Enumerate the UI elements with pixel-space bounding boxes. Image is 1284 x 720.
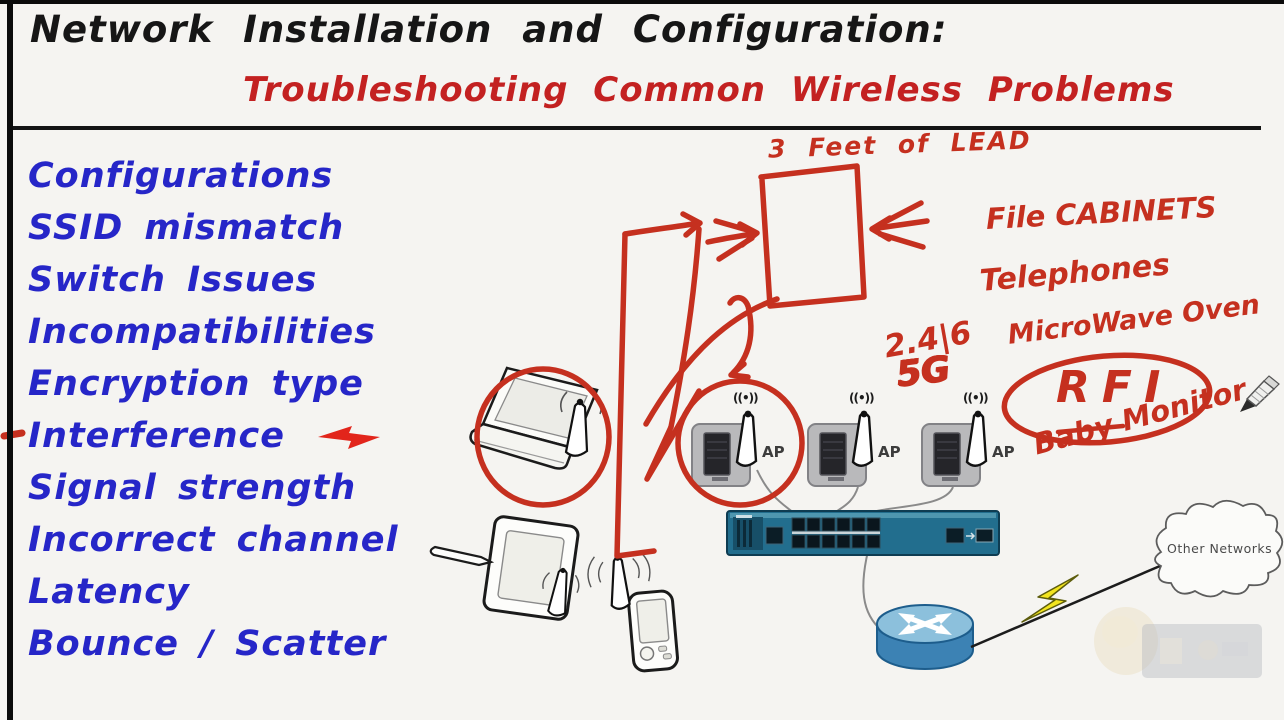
frame-border-top — [0, 0, 1284, 4]
ap-circle — [675, 378, 805, 508]
list-item-interference: Interference — [28, 416, 286, 456]
switch-icon — [726, 510, 1000, 556]
wall-sketch — [614, 211, 703, 559]
lightning-bolt-icon — [1021, 574, 1079, 623]
wireless-signal-icon: ((•)) — [963, 391, 989, 405]
list-item-ssid-mismatch: SSID mismatch — [28, 208, 345, 248]
page-subtitle: Troubleshooting Common Wireless Problems — [243, 70, 1175, 110]
note-rfi: RFI — [1056, 362, 1173, 413]
list-item-configurations: Configurations — [28, 156, 334, 196]
access-point-3-icon — [921, 410, 988, 487]
list-item-bounce-scatter: Bounce / Scatter — [28, 624, 387, 664]
pda-icon — [587, 551, 679, 673]
ap2-label: AP — [878, 443, 901, 461]
wireless-signal-icon: ((•)) — [733, 391, 759, 405]
problem-list: Configurations SSID mismatch Switch Issu… — [28, 150, 399, 670]
ap-pointer-sketch — [643, 295, 780, 427]
list-item-incorrect-channel: Incorrect channel — [28, 520, 399, 560]
list-item-latency: Latency — [28, 572, 190, 612]
rfi-underline — [1055, 423, 1126, 435]
watermark-logo — [1094, 607, 1262, 678]
page-title: Network Installation and Configuration: — [30, 8, 948, 51]
frame-border-left — [7, 0, 13, 720]
list-item-signal-strength: Signal strength — [28, 468, 357, 508]
list-item-encryption-type: Encryption type — [28, 364, 364, 404]
cloud-icon — [1154, 499, 1284, 598]
ap3-label: AP — [992, 443, 1015, 461]
wan-link — [970, 564, 1161, 649]
red-ink-sketch — [0, 163, 1213, 559]
laptop-circle — [474, 366, 612, 508]
access-point-2-icon — [807, 410, 874, 487]
header-separator — [13, 126, 1261, 130]
note-frequency-5g: 5G — [894, 348, 953, 396]
rfi-circle — [1001, 352, 1213, 446]
router-icon — [876, 604, 974, 670]
interference-arrow — [318, 426, 380, 449]
tablet-icon — [429, 515, 580, 621]
list-item-incompatibilities: Incompatibilities — [28, 312, 376, 352]
wireless-signal-icon: ((•)) — [849, 391, 875, 405]
stylus-icon — [429, 545, 495, 567]
access-point-1-icon — [691, 410, 758, 487]
tablet-antenna — [542, 567, 580, 617]
pencil-cursor-icon — [1240, 375, 1280, 412]
cloud-label: Other Networks — [1167, 541, 1273, 556]
ap1-label: AP — [762, 443, 785, 461]
laptop-icon — [469, 366, 602, 470]
lead-box-sketch — [705, 163, 930, 309]
list-item-switch-issues: Switch Issues — [28, 260, 318, 300]
